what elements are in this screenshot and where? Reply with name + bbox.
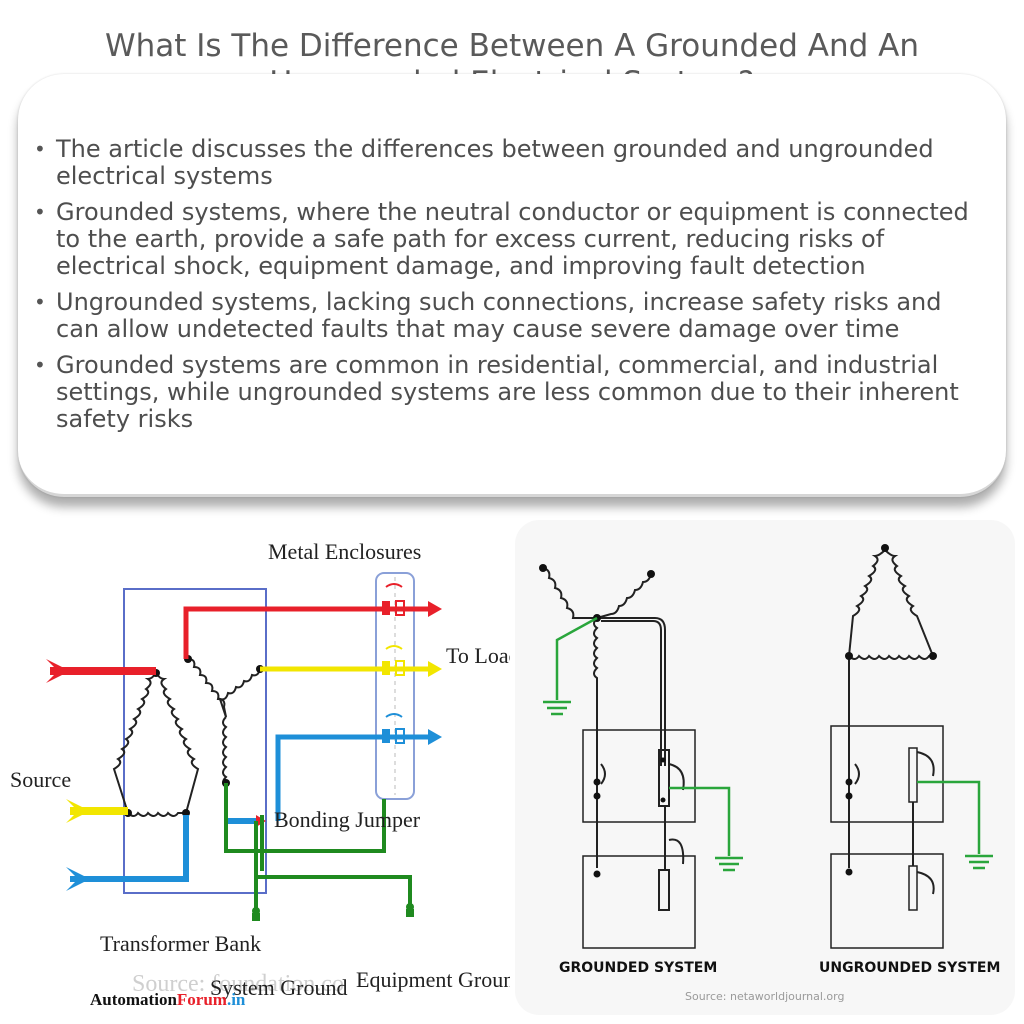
transformer-bank-box bbox=[123, 588, 267, 894]
equipment-ground-label: Equipment Ground bbox=[356, 967, 510, 992]
transformer-bank-label: Transformer Bank bbox=[100, 931, 261, 956]
to-load-label: To Load bbox=[446, 643, 510, 668]
ground-conductors bbox=[224, 783, 412, 909]
grounding-comparison-diagram: GROUNDED SYSTEM UNGROUNDED SYSTEM Source… bbox=[515, 520, 1015, 1015]
svg-text:AutomationForum.in: AutomationForum.in bbox=[90, 990, 246, 1009]
summary-list: The article discusses the differences be… bbox=[34, 136, 984, 442]
automationforum-logo: AutomationForum.in bbox=[90, 990, 246, 1009]
phase-blue-line bbox=[275, 734, 430, 821]
wye-winding bbox=[187, 658, 261, 789]
metal-enclosures-label: Metal Enclosures bbox=[268, 539, 421, 564]
phase-red-line bbox=[183, 606, 430, 659]
metal-enclosure-box bbox=[375, 572, 415, 800]
bullet-item: Ungrounded systems, lacking such connect… bbox=[34, 289, 984, 343]
bullet-item: Grounded systems are common in residenti… bbox=[34, 352, 984, 433]
grounded-system-label: GROUNDED SYSTEM bbox=[559, 960, 717, 976]
system-ground-label: System Ground bbox=[210, 975, 348, 1000]
enclosure-contacts bbox=[382, 583, 405, 744]
ungrounded-ground-wire bbox=[917, 780, 993, 870]
bonding-jumper-label: Bonding Jumper bbox=[274, 807, 421, 832]
source-credit: Source: netaworldjournal.org bbox=[685, 990, 844, 1003]
grounded-system bbox=[542, 567, 696, 949]
delta-winding bbox=[112, 672, 200, 817]
transformer-diagram: Metal Enclosures To Load Source Bonding … bbox=[0, 525, 525, 1020]
grounded-ground-wires bbox=[543, 616, 743, 872]
bullet-item: The article discusses the differences be… bbox=[34, 136, 984, 190]
ungrounded-system-label: UNGROUNDED SYSTEM bbox=[819, 960, 1000, 976]
watermark-text: Source: foundation.co bbox=[132, 971, 344, 997]
ungrounded-system bbox=[830, 549, 944, 949]
source-label: Source bbox=[10, 767, 71, 792]
bullet-item: Grounded systems, where the neutral cond… bbox=[34, 199, 984, 280]
